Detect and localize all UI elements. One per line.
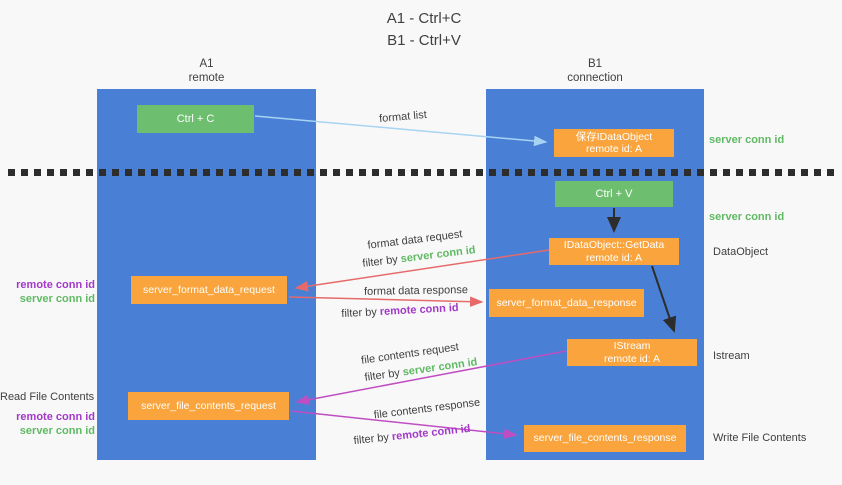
filter-by-prefix: filter by (363, 366, 404, 384)
label-filter-by-remote-conn-id-2: filter by remote conn id (353, 423, 471, 447)
node-server-format-data-response-label: server_format_data_response (496, 296, 637, 309)
column-b-role: connection (567, 72, 623, 84)
node-server-format-data-response: server_format_data_response (489, 289, 644, 317)
server-conn-id-value: server conn id (400, 244, 477, 266)
left-label-server-conn-id-2: server conn id (19, 425, 95, 437)
remote-conn-id-value: remote conn id (391, 422, 471, 444)
remote-conn-id-value: remote conn id (379, 301, 459, 319)
label-file-contents-response: file contents response (373, 396, 481, 422)
node-idataobject-getdata-line2: remote id: A (585, 251, 643, 264)
node-istream: IStream remote id: A (567, 339, 697, 366)
filter-by-prefix: filter by (353, 431, 393, 448)
node-server-format-data-request: server_format_data_request (131, 276, 287, 304)
left-label-remote-conn-id-2: remote conn id (16, 411, 95, 423)
column-b-name: B1 (587, 58, 603, 70)
node-server-file-contents-request: server_file_contents_request (128, 392, 289, 420)
node-server-file-contents-request-label: server_file_contents_request (141, 399, 276, 412)
left-label-read-file-contents: Read File Contents (0, 391, 95, 403)
filter-by-prefix: filter by (341, 306, 381, 321)
left-label-server-conn-id-1: server conn id (19, 293, 95, 305)
label-filter-by-remote-conn-id-1: filter by remote conn id (341, 302, 459, 320)
column-a-role: remote (188, 72, 225, 84)
column-a-header: A1 remote (97, 57, 316, 85)
label-format-list: format list (378, 108, 428, 126)
node-save-idataobject-line2: remote id: A (585, 143, 643, 155)
column-a-name: A1 (199, 58, 214, 70)
left-label-remote-conn-id-1: remote conn id (16, 279, 95, 291)
node-istream-line2: remote id: A (603, 352, 661, 365)
node-server-format-data-request-label: server_format_data_request (143, 283, 275, 296)
node-server-file-contents-response-label: server_file_contents_response (533, 432, 677, 445)
node-ctrl-v: Ctrl + V (555, 181, 673, 207)
node-idataobject-getdata-line1: IDataObject::GetData (563, 239, 665, 251)
node-ctrl-v-label: Ctrl + V (595, 187, 633, 200)
node-idataobject-getdata: IDataObject::GetData remote id: A (549, 238, 679, 265)
right-label-dataobject: DataObject (713, 246, 769, 258)
node-ctrl-c-label: Ctrl + C (176, 112, 215, 125)
right-label-server-conn-id-top: server conn id (709, 134, 785, 146)
node-save-idataobject: 保存IDataObject remote id: A (554, 129, 674, 157)
node-server-file-contents-response: server_file_contents_response (524, 425, 686, 452)
filter-by-prefix: filter by (361, 253, 402, 270)
title-line-a1: A1 - Ctrl+C (386, 10, 462, 27)
diagram-title: A1 - Ctrl+C B1 - Ctrl+V (339, 8, 509, 52)
dashed-separator-line (8, 169, 838, 176)
column-b-header: B1 connection (486, 57, 704, 85)
node-ctrl-c: Ctrl + C (137, 105, 254, 133)
label-format-data-response: format data response (363, 284, 469, 298)
right-label-server-conn-id-mid: server conn id (709, 211, 785, 223)
node-istream-line1: IStream (613, 340, 651, 352)
node-save-idataobject-line1: 保存IDataObject (575, 130, 653, 143)
right-label-write-file-contents: Write File Contents (713, 432, 807, 444)
title-line-b1: B1 - Ctrl+V (387, 32, 461, 49)
right-label-istream: Istream (713, 350, 750, 362)
